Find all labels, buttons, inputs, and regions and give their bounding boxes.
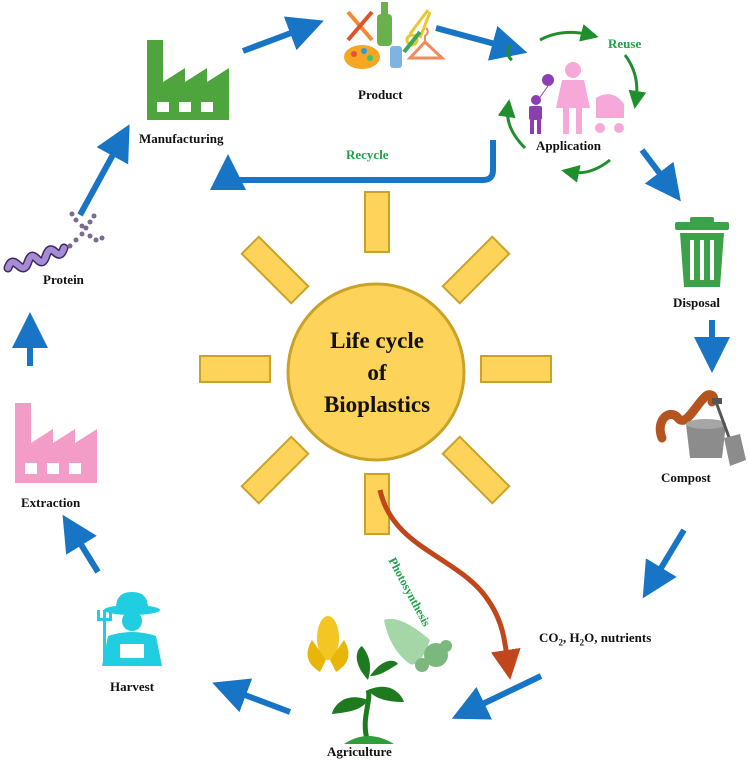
label-product: Product [358,87,403,102]
arrow-agriculture-to-harvest [212,678,292,715]
crops-icon [307,616,452,672]
nutrients-suffix: O, nutrients [584,630,652,645]
arrow-compost-to-nutrients [642,528,687,599]
arrow-manufacturing-to-product [241,16,324,54]
arrow-protein-to-manufacturing [77,124,130,217]
arrow-harvest-to-extraction [62,514,101,574]
farmer-icon [97,592,162,666]
product-icon [344,2,446,69]
label-harvest: Harvest [110,679,155,694]
label-disposal: Disposal [673,295,720,310]
label-nutrients: CO2, H2O, nutrients [539,630,651,648]
arrow-photosynthesis [377,489,521,680]
label-recycle: Recycle [346,147,389,162]
center-title-line3: Bioplastics [323,392,431,417]
center-title: Life cycle of Bioplastics [288,325,466,421]
sun-icon [199,191,552,535]
trash-bin-icon [675,217,729,287]
arrow-product-to-application [435,25,528,61]
label-application: Application [536,138,602,153]
factory-icon [147,40,229,120]
protein-icon [3,211,105,273]
compost-icon [655,390,746,466]
nutrients-subscript-1: 2 [558,637,564,648]
label-protein: Protein [43,272,84,287]
label-compost: Compost [661,470,711,485]
arrow-application-to-disposal [639,148,681,202]
center-title-line1: Life cycle [330,328,424,353]
center-title-line2: of [367,360,387,385]
nutrients-subscript-2: 2 [579,637,585,648]
plant-icon [332,646,404,744]
arrow-recycle [210,140,496,191]
label-manufacturing: Manufacturing [139,131,224,146]
arrow-nutrients-to-agriculture [451,673,543,720]
label-agriculture: Agriculture [327,744,392,759]
application-icon [497,24,647,183]
label-reuse: Reuse [608,36,642,51]
nutrients-prefix: CO [539,630,559,645]
nutrients-mid: , H [563,630,580,645]
extraction-factory-icon [15,403,97,483]
cycle-arrows [12,16,730,720]
label-extraction: Extraction [21,495,81,510]
